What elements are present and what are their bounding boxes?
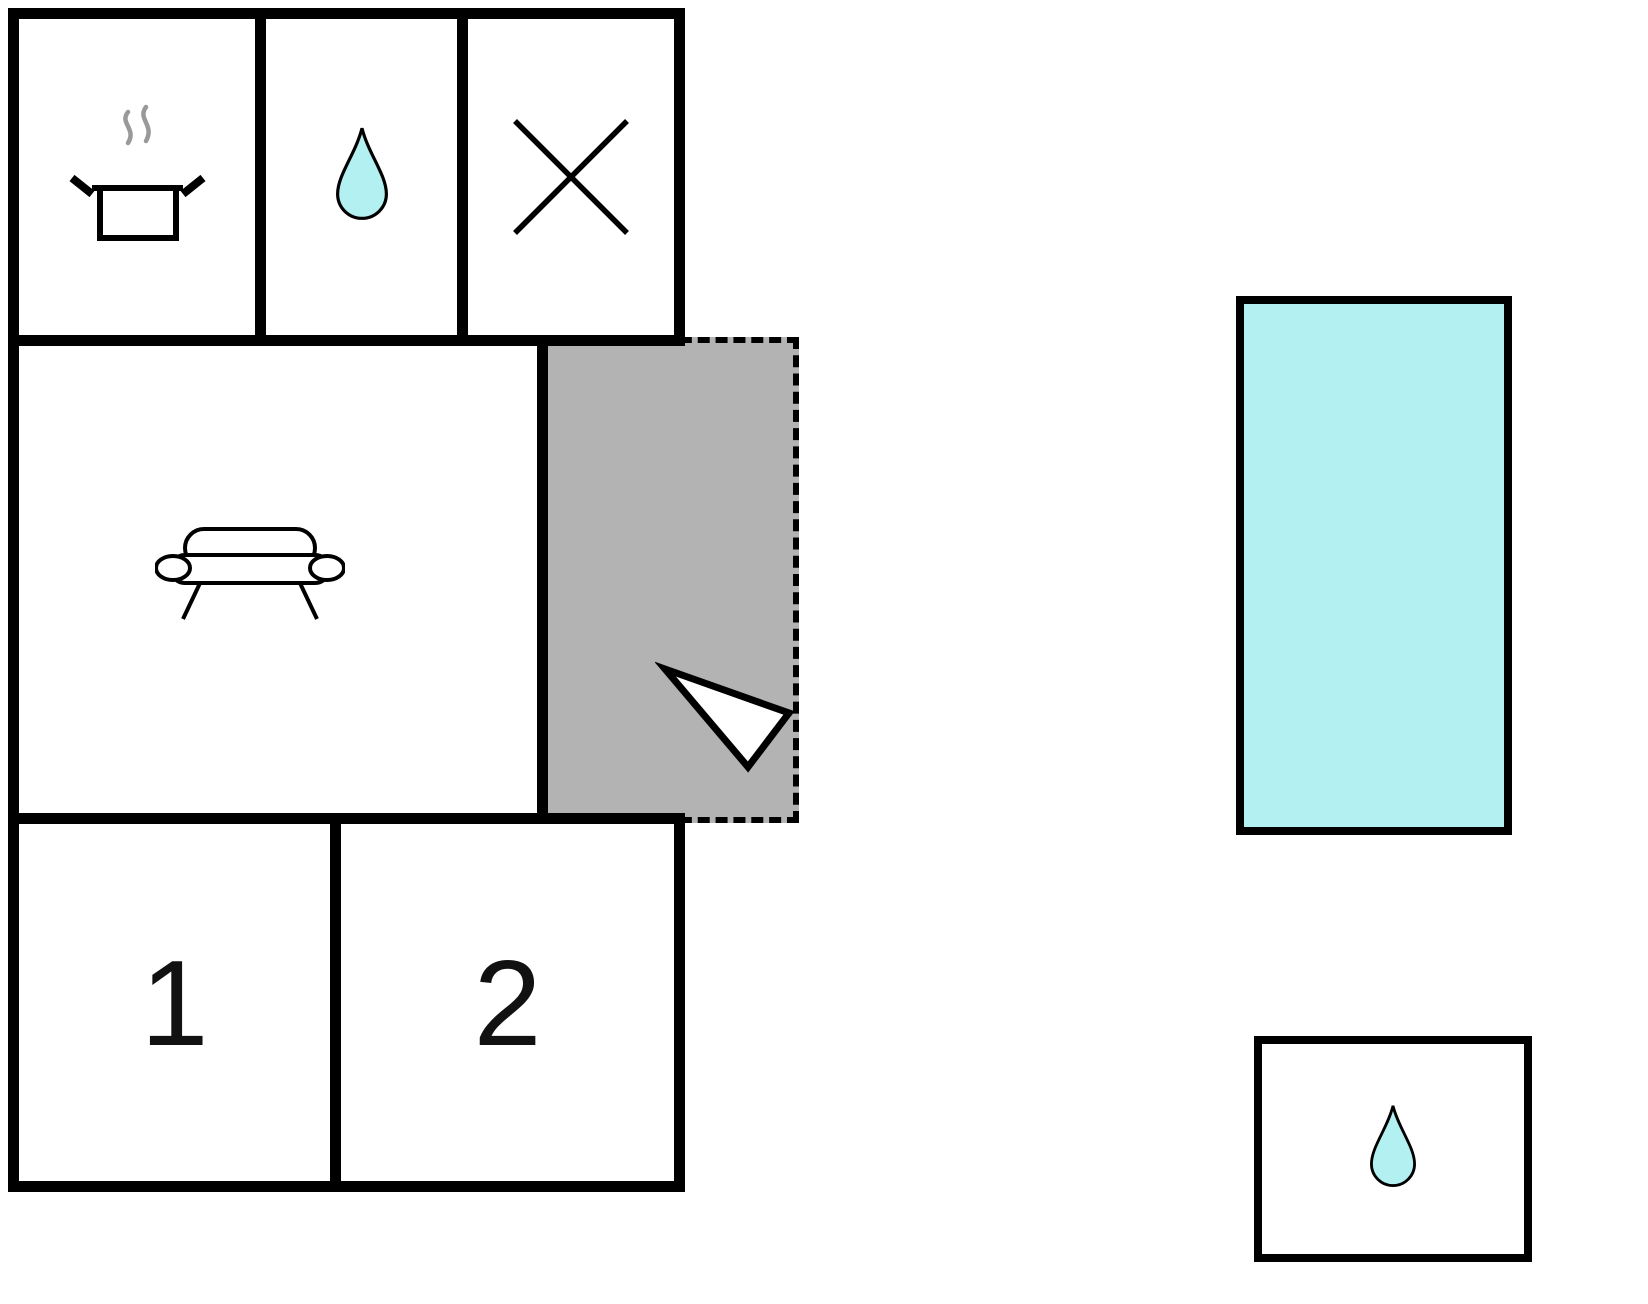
- water-drop-icon: [1363, 1102, 1423, 1196]
- bedroom-2-label: 2: [473, 934, 542, 1071]
- room-living: [8, 335, 548, 824]
- bedroom-1-label: 1: [140, 934, 209, 1071]
- room-outdoor-bathroom: [1254, 1036, 1532, 1262]
- sofa-icon: [155, 525, 345, 635]
- pool-area: [1236, 296, 1512, 835]
- room-bedroom-2: 2: [330, 813, 685, 1192]
- cooking-pot-icon: [62, 102, 212, 252]
- room-kitchen: [8, 8, 266, 346]
- room-crossed: [457, 8, 685, 346]
- room-bedroom-1: 1: [8, 813, 341, 1192]
- direction-arrow-icon: [655, 655, 800, 777]
- water-drop-icon: [328, 124, 396, 230]
- room-bathroom: [255, 8, 468, 346]
- cross-icon: [511, 117, 631, 237]
